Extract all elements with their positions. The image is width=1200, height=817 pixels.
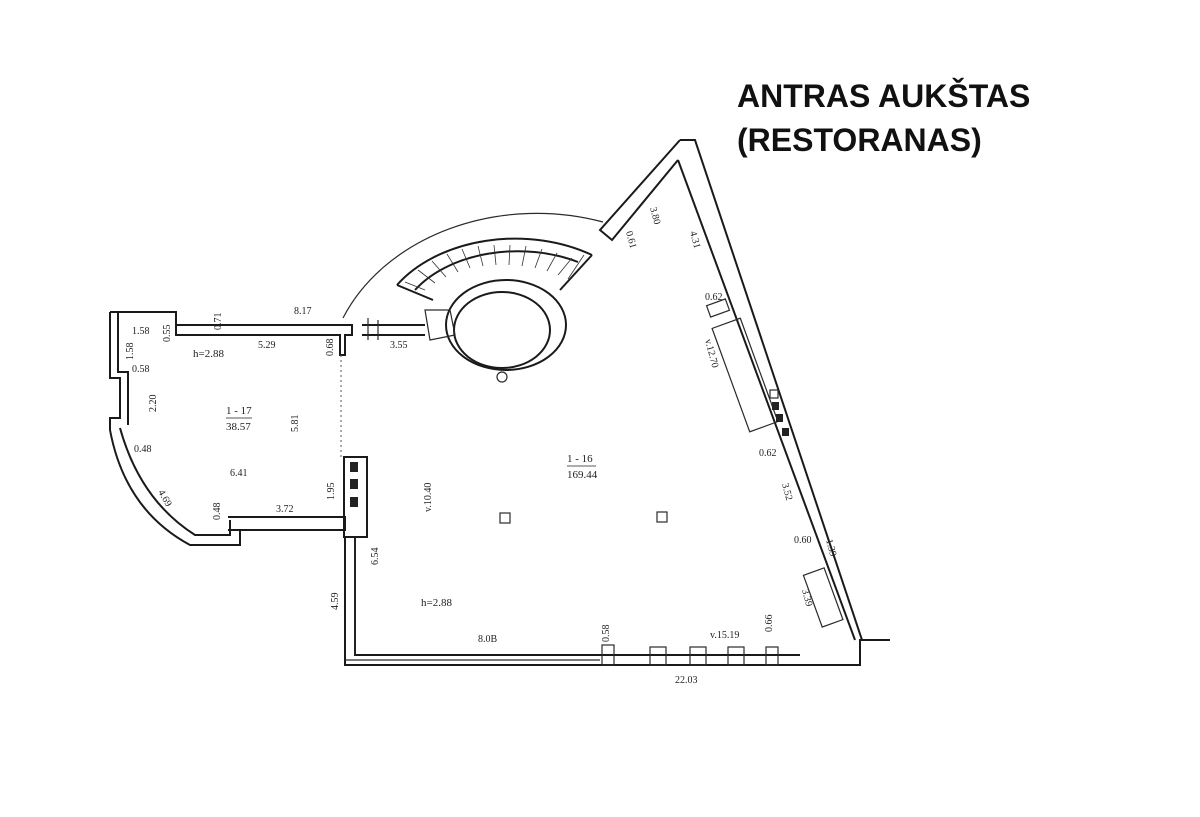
dim-0-71: 0.71 <box>213 313 224 331</box>
dim-22-03: 22.03 <box>675 675 698 686</box>
dim-0-66: 0.66 <box>764 615 775 633</box>
dim-4-59: 4.59 <box>330 593 341 611</box>
title-floor: ANTRAS AUKŠTAS <box>737 78 1031 114</box>
dim-0-61: 0.61 <box>623 230 638 250</box>
room-1-17-height: h=2.88 <box>193 348 224 360</box>
room-1-16-walls <box>344 537 890 666</box>
dim-8-17: 8.17 <box>294 306 312 317</box>
room-1-16-code: 1 - 16 <box>567 453 593 465</box>
dim-5-81: 5.81 <box>290 415 301 433</box>
pillar-2 <box>656 511 668 523</box>
dim-1-58: 1.58 <box>132 326 150 337</box>
dim-0-60: 0.60 <box>794 535 812 546</box>
column-stack <box>343 456 368 538</box>
dim-0-58b: 0.58 <box>601 625 612 643</box>
top-wall-near-stair <box>362 318 425 340</box>
dim-3-72: 3.72 <box>276 504 294 515</box>
room-1-17-walls <box>109 311 353 546</box>
title-subtitle: (RESTORANAS) <box>737 122 982 158</box>
dim-3-52: 3.52 <box>779 482 794 502</box>
dim-1-39: 1.39 <box>823 538 838 558</box>
dim-0-68: 0.68 <box>325 339 336 357</box>
dim-5-29: 5.29 <box>258 340 276 351</box>
dim-0-48: 0.48 <box>134 444 152 455</box>
pillar-1 <box>499 512 511 524</box>
dim-v10-40: v.10.40 <box>423 483 434 512</box>
dim-3-80: 3.80 <box>647 206 662 226</box>
room-1-16-area: 169.44 <box>567 469 598 481</box>
room-1-17-code: 1 - 17 <box>226 405 252 417</box>
dim-0-58: 0.58 <box>132 364 150 375</box>
room-1-17-area: 38.57 <box>226 421 251 433</box>
dim-0-55: 0.55 <box>162 325 173 343</box>
dim-0-48b: 0.48 <box>212 503 223 521</box>
room-1-16-height: h=2.88 <box>421 597 452 609</box>
dim-8-08: 8.0B <box>478 634 498 645</box>
plan-title: ANTRAS AUKŠTAS (RESTORANAS) <box>737 74 1030 162</box>
dim-1-58b: 1.58 <box>125 343 136 361</box>
dim-0-62b: 0.62 <box>759 448 777 459</box>
stair-sweep-arc <box>342 212 604 319</box>
dim-3-39: 3.39 <box>799 588 814 608</box>
dim-6-54: 6.54 <box>370 548 381 566</box>
dim-0-62: 0.62 <box>705 292 723 303</box>
dim-4-69: 4.69 <box>155 488 173 509</box>
dim-2-20: 2.20 <box>148 395 159 413</box>
dim-1-95: 1.95 <box>326 483 337 501</box>
dim-3-55: 3.55 <box>390 340 408 351</box>
spiral-staircase <box>396 237 593 383</box>
right-slanted-wall <box>598 139 863 641</box>
dim-6-41: 6.41 <box>230 468 248 479</box>
dim-v15-19: v.15.19 <box>710 630 739 641</box>
dim-4-31: 4.31 <box>687 230 702 250</box>
